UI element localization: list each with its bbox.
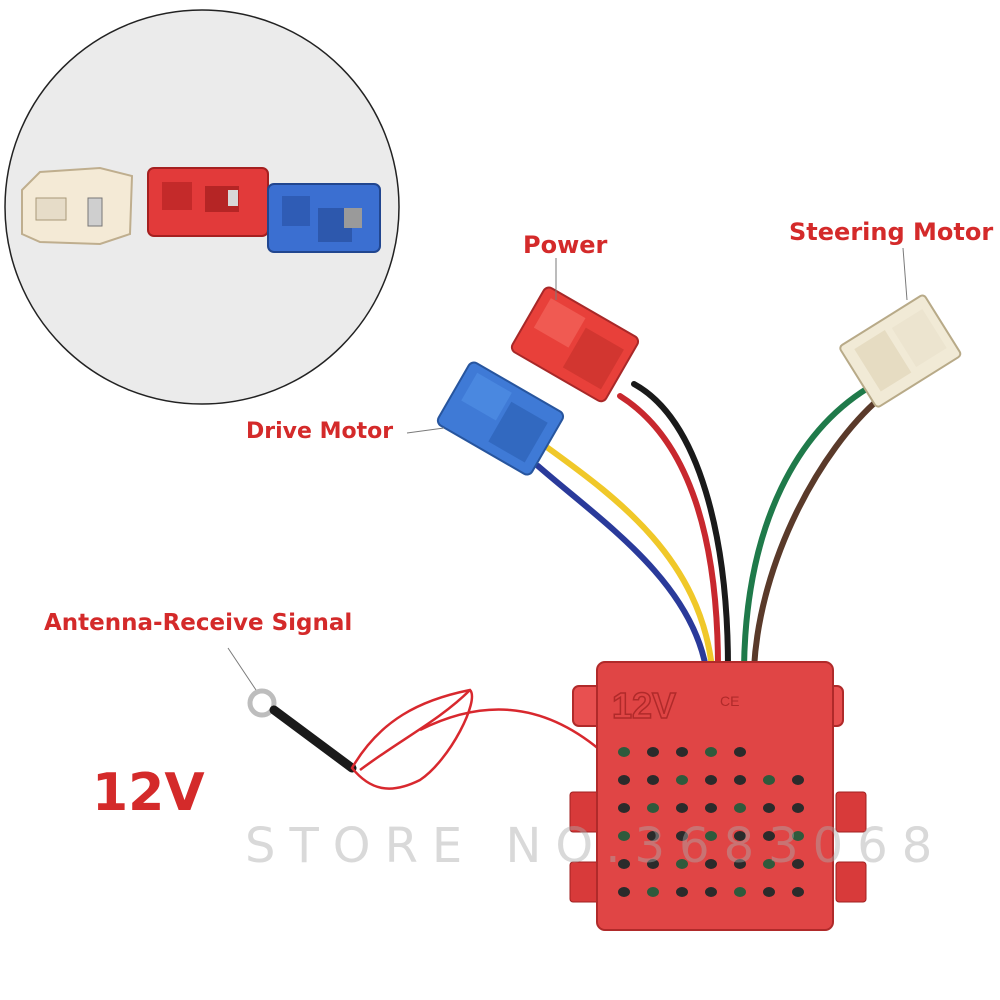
vent-hole xyxy=(792,887,804,897)
vent-hole xyxy=(647,831,659,841)
vent-hole xyxy=(618,747,630,757)
vent-hole xyxy=(618,775,630,785)
vent-hole xyxy=(792,859,804,869)
drive-motor-connector xyxy=(436,361,565,476)
vent-holes xyxy=(618,747,804,897)
vent-hole xyxy=(676,887,688,897)
leader-lines xyxy=(227,247,908,691)
controller-box: 12V CE xyxy=(569,661,867,931)
vent-hole xyxy=(676,859,688,869)
vent-hole xyxy=(705,775,717,785)
vent-hole xyxy=(705,831,717,841)
antenna-wire xyxy=(247,688,601,790)
vent-hole xyxy=(734,887,746,897)
vent-hole xyxy=(676,747,688,757)
vent-hole xyxy=(647,803,659,813)
vent-hole xyxy=(647,887,659,897)
connector-closeup-inset xyxy=(4,9,400,405)
box-voltage-marking: 12V xyxy=(612,685,676,726)
vent-hole xyxy=(734,859,746,869)
vent-hole xyxy=(763,775,775,785)
vent-hole xyxy=(705,859,717,869)
vent-hole xyxy=(647,747,659,757)
inset-red-connector xyxy=(147,167,269,237)
voltage-label: 12V xyxy=(92,763,205,823)
vent-hole xyxy=(676,803,688,813)
vent-hole xyxy=(705,747,717,757)
vent-hole xyxy=(734,831,746,841)
vent-hole xyxy=(763,859,775,869)
vent-hole xyxy=(618,803,630,813)
vent-hole xyxy=(734,803,746,813)
drive-motor-label: Drive Motor xyxy=(246,419,394,444)
inset-white-connector xyxy=(21,166,134,246)
vent-hole xyxy=(618,887,630,897)
vent-hole xyxy=(676,775,688,785)
vent-hole xyxy=(763,803,775,813)
vent-hole xyxy=(618,831,630,841)
vent-hole xyxy=(734,747,746,757)
vent-hole xyxy=(705,803,717,813)
power-connector xyxy=(510,286,640,403)
vent-hole xyxy=(763,831,775,841)
vent-hole xyxy=(647,775,659,785)
ce-mark: CE xyxy=(720,693,739,709)
wires xyxy=(535,381,883,671)
vent-hole xyxy=(792,803,804,813)
vent-hole xyxy=(792,831,804,841)
vent-hole xyxy=(792,775,804,785)
power-label: Power xyxy=(523,231,608,259)
inset-blue-connector xyxy=(267,183,381,253)
vent-hole xyxy=(647,859,659,869)
vent-hole xyxy=(705,887,717,897)
vent-hole xyxy=(676,831,688,841)
store-watermark: STORE NO.3683068 xyxy=(245,818,947,874)
vent-hole xyxy=(763,887,775,897)
vent-hole xyxy=(734,775,746,785)
steering-motor-connector xyxy=(839,294,962,408)
steering-motor-label: Steering Motor xyxy=(789,218,994,246)
antenna-label: Antenna-Receive Signal xyxy=(44,610,353,636)
vent-hole xyxy=(618,859,630,869)
